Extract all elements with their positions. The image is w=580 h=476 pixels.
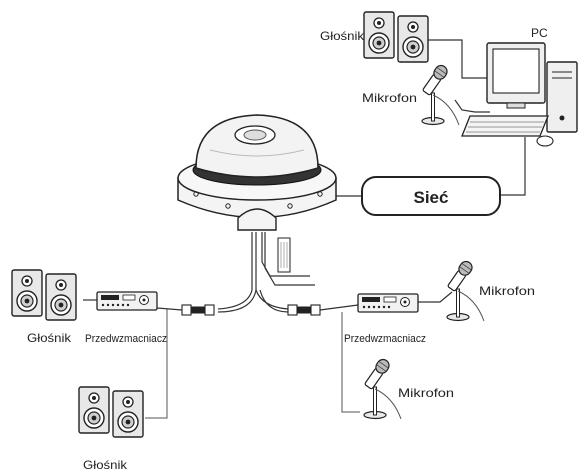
microphone-bottom-icon (363, 357, 401, 419)
preamp-right-label: Przedwzmacniacz (344, 333, 426, 345)
right-connector (288, 305, 320, 315)
wires (83, 40, 525, 418)
mic-top-label: Mikrofon (362, 91, 417, 105)
speaker-top-label: Głośnik (320, 29, 365, 43)
pc-computer (462, 43, 577, 146)
mic-right-label: Mikrofon (479, 284, 535, 298)
dome-camera (178, 115, 336, 230)
speaker-top-icon (364, 12, 428, 62)
preamp-left-icon (97, 292, 157, 310)
speaker-left-label: Głośnik (27, 331, 72, 345)
speaker-bottom-label: Głośnik (83, 458, 128, 472)
speaker-bottom-icon (79, 387, 143, 437)
mic-bottom-label: Mikrofon (398, 386, 454, 400)
speaker-left-icon (12, 270, 76, 320)
network-box: Sieć (362, 177, 500, 215)
cable-tag (278, 238, 290, 272)
pc-label: PC (531, 26, 548, 40)
left-connector (182, 305, 214, 315)
microphone-top-icon (421, 63, 459, 125)
preamp-right-icon (358, 294, 418, 312)
network-label: Sieć (414, 188, 449, 207)
preamp-left-label: Przedwzmacniacz (85, 333, 167, 345)
